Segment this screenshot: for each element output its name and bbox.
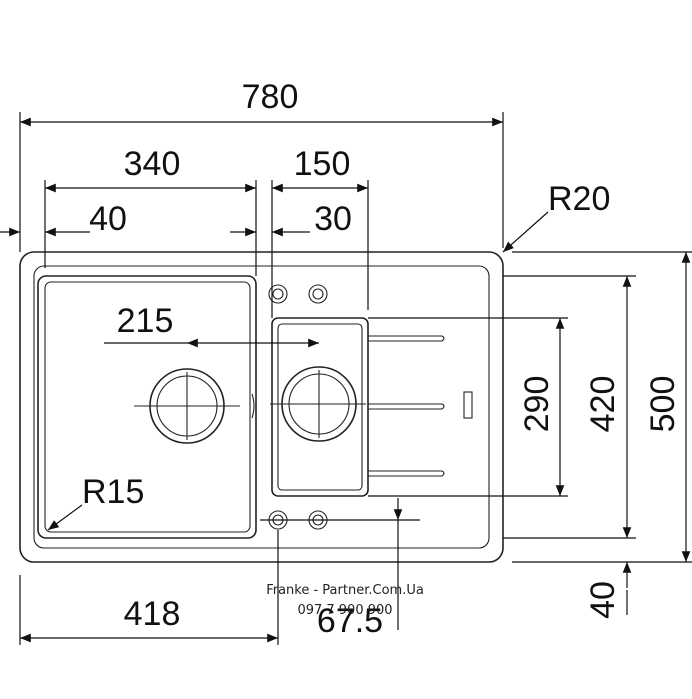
dim-30: 30 [230, 200, 352, 238]
dim-r15-label: R15 [82, 473, 144, 511]
small-bowl [271, 317, 369, 497]
dim-215-label: 215 [117, 302, 174, 340]
main-bowl [37, 275, 257, 539]
dim-340-label: 340 [124, 145, 181, 183]
dim-150-label: 150 [294, 145, 351, 183]
dim-290: 290 [368, 317, 568, 497]
sink-outline [19, 251, 504, 563]
dim-420: 420 [503, 275, 636, 539]
watermark-line-1: Franke - Partner.Com.Ua [266, 583, 424, 598]
dim-150: 150 [271, 145, 369, 318]
dim-r20: R20 [502, 180, 610, 253]
dim-30-label: 30 [314, 200, 352, 238]
dim-67-5-label: 67.5 [317, 602, 383, 640]
small-drain [270, 366, 366, 442]
main-drain [134, 368, 255, 444]
dim-500: 500 [512, 251, 692, 563]
dim-215: 215 [104, 302, 319, 348]
dim-40-left-label: 40 [89, 200, 127, 238]
dim-40-bottom-label: 40 [584, 581, 622, 619]
watermark: Franke - Partner.Com.Ua 097 7 900 900 [266, 583, 424, 618]
dim-418-label: 418 [124, 595, 181, 633]
dim-40-left: 40 [0, 200, 127, 238]
dim-67-5: 67.5 [260, 498, 420, 640]
dim-340: 340 [44, 145, 257, 276]
dim-500-label: 500 [644, 376, 682, 433]
dim-290-label: 290 [518, 376, 556, 433]
dim-40-bottom: 40 [584, 562, 632, 619]
dim-780: 780 [19, 78, 504, 252]
dim-420-label: 420 [584, 376, 622, 433]
dim-780-label: 780 [242, 78, 299, 116]
watermark-line-2: 097 7 900 900 [297, 603, 392, 618]
dim-418: 418 [19, 530, 279, 645]
dim-r15: R15 [47, 473, 144, 531]
drainer-ribs [368, 335, 473, 477]
dim-r20-label: R20 [548, 180, 610, 218]
